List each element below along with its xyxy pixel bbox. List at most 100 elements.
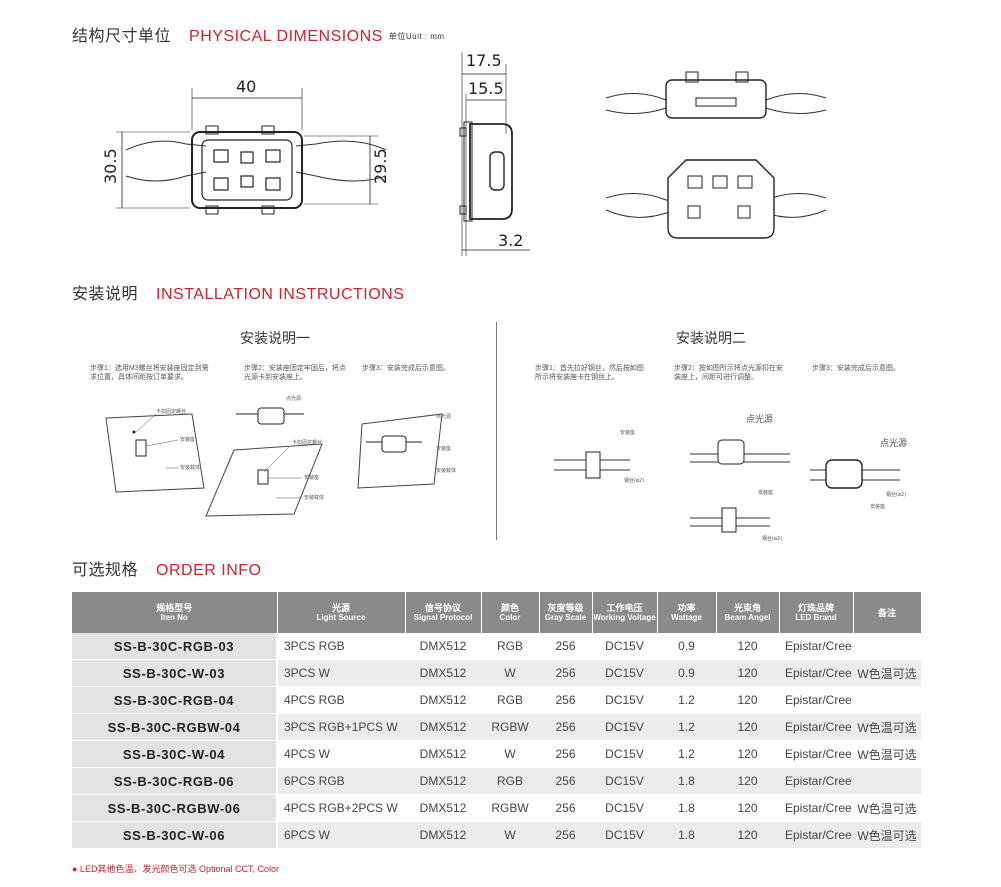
column-header-en: Iten No: [160, 612, 188, 622]
table-cell: [853, 686, 921, 714]
label-wire-1: 钢丝(ø2): [624, 477, 644, 484]
table-cell: 4PCS W: [277, 740, 405, 768]
table-cell: W色温可选: [853, 659, 921, 687]
table-cell: DC15V: [592, 713, 657, 741]
table-cell: 1.8: [657, 767, 716, 795]
dim-base: 3.2: [498, 231, 523, 250]
table-cell: 1.2: [657, 686, 716, 714]
label-wire-2: 钢丝(ø2): [762, 535, 782, 542]
label-surface-1: 安装载体: [180, 464, 200, 471]
install-one-step2: 步骤2：安装座固定牢固后，将点光源卡到安装座上。: [244, 365, 346, 381]
install-two-title: 安装说明二: [676, 330, 746, 346]
table-cell: 120: [716, 821, 779, 849]
table-cell: 120: [716, 633, 779, 660]
column-header-cn: 备注: [877, 607, 896, 618]
column-header-en: Beam Angel: [724, 612, 771, 622]
column-header-cn: 光源: [331, 602, 350, 613]
table-cell: 256: [539, 740, 592, 768]
table-cell: RGB: [481, 633, 539, 660]
table-cell: 6PCS W: [277, 821, 405, 849]
install-two-step1: 步骤1：首先拉好钢丝，然后按如图所示将安装座卡在钢丝上。: [535, 365, 644, 381]
table-cell: W色温可选: [853, 794, 921, 822]
table-cell: DMX512: [405, 633, 481, 660]
label-mount-6: 安装座: [870, 503, 885, 510]
label-mount-2: 安装座: [304, 474, 319, 481]
table-cell: RGB: [481, 767, 539, 795]
table-cell: 256: [539, 686, 592, 714]
table-cell: Epistar/Cree: [779, 740, 853, 768]
label-mount-1: 安装座: [180, 436, 195, 443]
install-one-step3: 步骤3：安装完成后示意图。: [362, 365, 450, 372]
column-header-en: Light Source: [316, 612, 366, 622]
table-cell: 256: [539, 713, 592, 741]
install-two-illustration: 安装座 钢丝(ø2) 点光源 安装座 钢丝(ø2) 点光源 钢丝(ø2) 安装座: [554, 413, 907, 542]
column-header-cn: 光束角: [733, 602, 761, 613]
table-cell: 256: [539, 633, 592, 660]
model-cell: SS-B-30C-RGBW-06: [72, 794, 278, 822]
table-cell: 256: [539, 659, 592, 687]
install-two-step3: 步骤3：安装完成后示意图。: [812, 365, 900, 372]
table-cell: DMX512: [405, 713, 481, 741]
install-two-step2: 步骤2：按如图所示将点光源扣在安装座上，间距可进行调整。: [674, 365, 783, 381]
table-cell: 120: [716, 659, 779, 687]
column-header-en: Wattage: [671, 612, 702, 622]
table-cell: 256: [539, 821, 592, 849]
label-surface-3: 安装载体: [436, 467, 456, 474]
table-cell: 120: [716, 767, 779, 795]
table-cell: 120: [716, 686, 779, 714]
table-cell: Epistar/Cree: [779, 794, 853, 822]
model-cell: SS-B-30C-RGB-03: [72, 633, 278, 660]
table-cell: 3PCS W: [277, 659, 405, 687]
table-cell: Epistar/Cree: [779, 686, 853, 714]
label-mount-5: 安装座: [758, 489, 773, 496]
table-cell: RGBW: [481, 713, 539, 741]
table-cell: RGB: [481, 686, 539, 714]
install-one-step1: 步骤1：选用M3螺丝将安装座固定到需求位置，具体间距按订单要求。: [90, 365, 209, 381]
label-light-3: 点光源: [436, 413, 451, 420]
label-screw-2: 卡扣固定螺丝: [292, 439, 322, 446]
table-cell: DMX512: [405, 767, 481, 795]
model-cell: SS-B-30C-W-03: [72, 659, 278, 687]
table-cell: W: [481, 821, 539, 849]
label-surface-2: 安装载体: [304, 494, 324, 501]
model-cell: SS-B-30C-W-06: [72, 821, 278, 849]
table-cell: DMX512: [405, 659, 481, 687]
table-cell: 120: [716, 794, 779, 822]
perspective-drawing: [605, 71, 827, 239]
table-cell: 4PCS RGB+2PCS W: [277, 794, 405, 822]
table-cell: W: [481, 659, 539, 687]
dim-depth-total: 17.5: [466, 51, 502, 70]
model-cell: SS-B-30C-RGB-04: [72, 686, 278, 714]
table-cell: 1.2: [657, 740, 716, 768]
table-cell: W色温可选: [853, 713, 921, 741]
model-cell: SS-B-30C-W-04: [72, 740, 278, 768]
column-header: 备注: [853, 592, 922, 633]
table-cell: W: [481, 740, 539, 768]
dim-width: 40: [236, 77, 256, 96]
table-cell: 256: [539, 794, 592, 822]
footnote: ● LED其他色温、发光颜色可选 Optional CCT, Color: [72, 864, 279, 874]
column-header-cn: 灯珠品牌: [797, 602, 834, 613]
dim-height-outer: 30.5: [101, 148, 120, 184]
table-cell: DC15V: [592, 633, 657, 660]
table-cell: Epistar/Cree: [779, 659, 853, 687]
column-header-cn: 灰度等级: [547, 602, 584, 613]
label-light-1: 点光源: [286, 395, 301, 402]
table-cell: DC15V: [592, 740, 657, 768]
label-mount-3: 安装座: [436, 445, 451, 452]
table-cell: 0.9: [657, 659, 716, 687]
